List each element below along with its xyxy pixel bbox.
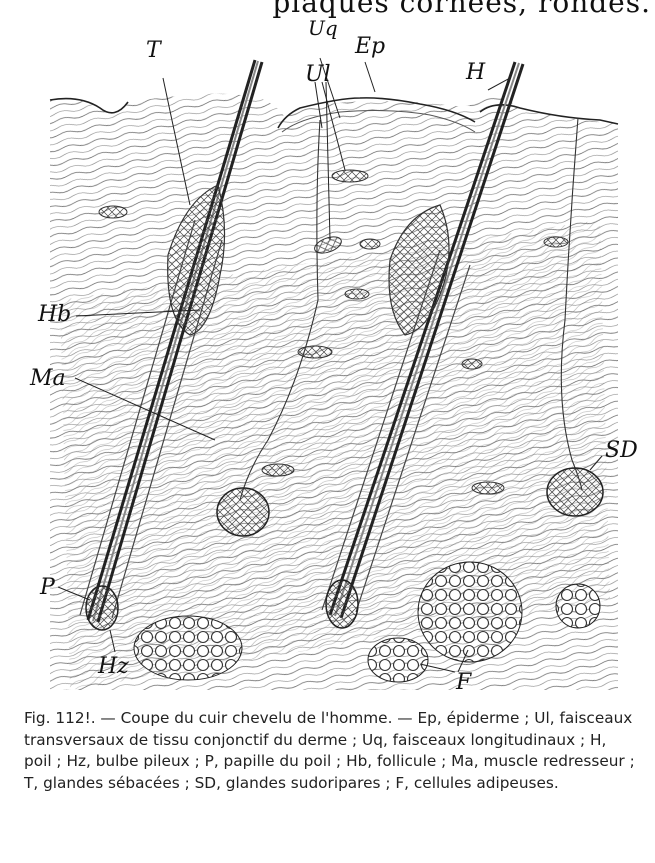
scalp-section-illustration: T Uq Ep Ul H Hb Ma SD P Hz F — [0, 0, 655, 705]
label-H: H — [466, 62, 485, 84]
label-Hz: Hz — [98, 656, 129, 678]
figure-number: Fig. 112!. — — [24, 709, 121, 727]
label-Ul: Ul — [305, 64, 331, 86]
sweat-gland-right — [547, 468, 603, 516]
sweat-gland-left — [217, 488, 269, 536]
illustration-drawing — [0, 0, 655, 705]
fat-cluster-center — [418, 562, 522, 662]
label-SD: SD — [605, 440, 638, 462]
label-T: T — [146, 40, 161, 62]
label-Ep: Ep — [355, 36, 385, 58]
fat-cluster-small — [368, 638, 428, 682]
label-Ma: Ma — [30, 368, 66, 390]
label-Hb: Hb — [38, 304, 71, 326]
fat-cluster-left — [134, 616, 242, 680]
label-P: P — [40, 577, 55, 599]
label-Uq: Uq — [308, 18, 338, 38]
label-F: F — [456, 672, 471, 694]
fat-cluster-right — [556, 584, 600, 628]
figure-caption: Fig. 112!. — Coupe du cuir chevelu de l'… — [24, 708, 636, 794]
